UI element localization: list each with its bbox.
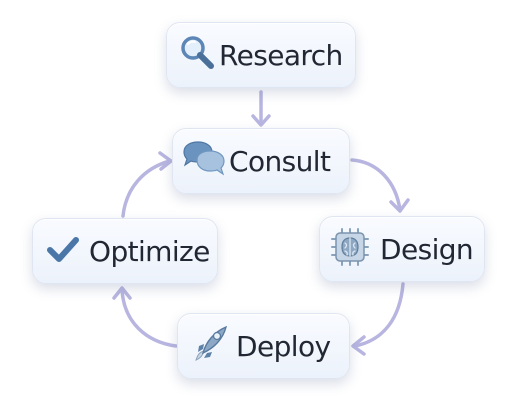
node-deploy-label: Deploy [236,329,331,363]
node-consult-label: Consult [229,144,331,178]
node-optimize-label: Optimize [89,234,210,268]
node-consult: Consult [172,128,350,194]
node-research: Research [166,22,356,88]
magnifier-icon [177,33,217,78]
arrow-deploy-to-optimize [112,286,178,348]
arrow-consult-to-design [350,158,410,213]
node-research-label: Research [219,38,343,72]
node-deploy: Deploy [177,313,350,379]
node-design-label: Design [380,232,474,266]
node-design: Design [319,216,485,282]
arrow-optimize-to-consult [121,151,173,218]
brain-chip-icon [328,225,372,274]
rocket-icon [190,322,230,371]
arrow-research-to-consult [251,90,271,127]
node-optimize: Optimize [32,218,218,284]
checkmark-icon [45,231,81,272]
speech-bubbles-icon [181,139,227,184]
arrow-design-to-deploy [351,282,405,356]
